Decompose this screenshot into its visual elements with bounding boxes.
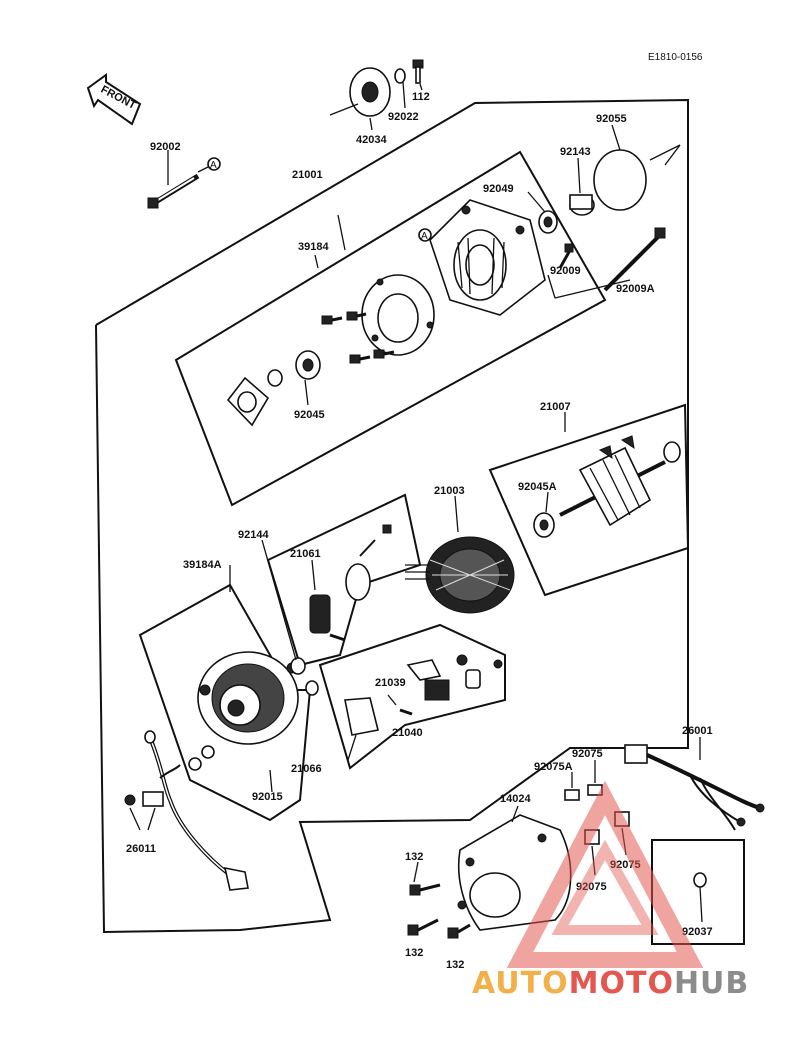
label-39184: 39184 [298, 241, 329, 253]
label-92075A: 92075A [534, 761, 573, 773]
clip-92037 [693, 872, 707, 923]
front-cover-group-box [174, 150, 607, 507]
watermark-part1: AUTO [472, 966, 569, 1001]
washer-rear [305, 680, 319, 696]
bearing-92049 [538, 210, 558, 234]
watermark-part2: MOTO [569, 966, 674, 1001]
marker-a-housing [418, 228, 432, 242]
label-39184A: 39184A [183, 559, 222, 571]
front-arrow-icon: FRONT [86, 73, 142, 126]
label-92009: 92009 [550, 265, 581, 277]
watermark-logo [506, 780, 704, 968]
spacer-ring [267, 369, 283, 387]
label-92049: 92049 [483, 183, 514, 195]
label-132-a: 132 [405, 851, 423, 863]
label-92015: 92015 [252, 791, 283, 803]
bolt-92002 [147, 173, 200, 209]
gasket-plate [226, 376, 270, 427]
diagram-code: E1810-0156 [648, 52, 703, 63]
rear-housing-group-box [138, 583, 312, 822]
washer-92022 [394, 68, 406, 84]
front-housing [429, 199, 546, 316]
watermark-triangle-icon [506, 780, 704, 968]
label-92037: 92037 [682, 926, 713, 938]
rotor-21007 [559, 435, 681, 527]
rear-housing-39184A [197, 651, 299, 745]
pulley-42034 [329, 67, 391, 117]
label-112: 112 [412, 91, 430, 103]
nut-92144 [290, 657, 306, 675]
grommet-92075A [564, 789, 580, 801]
label-92045A: 92045A [518, 481, 557, 493]
label-92075-top: 92075 [572, 748, 603, 760]
brush-holder-21061 [309, 524, 392, 642]
bearing-92045A [533, 512, 555, 538]
bolt-132-b [407, 918, 439, 936]
bolt-132-c [447, 923, 471, 939]
bolt-112 [412, 59, 424, 84]
bearing-92045 [295, 350, 321, 380]
label-92022: 92022 [388, 111, 419, 123]
label-92002: 92002 [150, 141, 181, 153]
nut-92015-b [188, 757, 202, 771]
label-42034: 42034 [356, 134, 387, 146]
regulator-group-box [318, 623, 506, 770]
bushing-92143 [569, 194, 595, 216]
label-92009A: 92009A [616, 283, 655, 295]
label-21061: 21061 [290, 548, 321, 560]
label-21007: 21007 [540, 401, 571, 413]
label-26011: 26011 [126, 843, 156, 855]
through-bolt-92009A [603, 227, 666, 292]
label-132-c: 132 [446, 959, 464, 971]
marker-a-housing-text: A [421, 231, 428, 242]
retainer-plate-39184 [361, 274, 435, 356]
watermark-part3: HUB [674, 966, 749, 1001]
screw-set-cover [321, 311, 395, 364]
assembly-outline-21001 [95, 98, 689, 934]
nut-92015-a [201, 745, 215, 759]
label-21039: 21039 [375, 677, 406, 689]
label-92143: 92143 [560, 146, 591, 158]
rotor-group-box [488, 403, 690, 597]
marker-a-top-text: A [210, 160, 217, 171]
wire-harness-26001 [624, 744, 765, 831]
label-21040: 21040 [392, 727, 423, 739]
label-92144: 92144 [238, 529, 269, 541]
label-92045: 92045 [294, 409, 325, 421]
screw-92009 [558, 243, 574, 269]
label-92075-left: 92075 [576, 881, 607, 893]
watermark-text: AUTOMOTOHUB [472, 966, 749, 1001]
label-21066: 21066 [291, 763, 322, 775]
label-92055: 92055 [596, 113, 627, 125]
label-26001: 26001 [682, 725, 713, 737]
regulator-parts [344, 654, 503, 736]
stator-21003 [405, 536, 515, 614]
label-21003: 21003 [434, 485, 465, 497]
bolt-132-a [409, 883, 441, 896]
label-21001: 21001 [292, 169, 323, 181]
label-14024: 14024 [500, 793, 531, 805]
lead-wire-26011 [124, 730, 249, 891]
marker-a-top [207, 157, 221, 171]
o-ring-92055 [593, 149, 647, 211]
label-132-b: 132 [405, 947, 423, 959]
